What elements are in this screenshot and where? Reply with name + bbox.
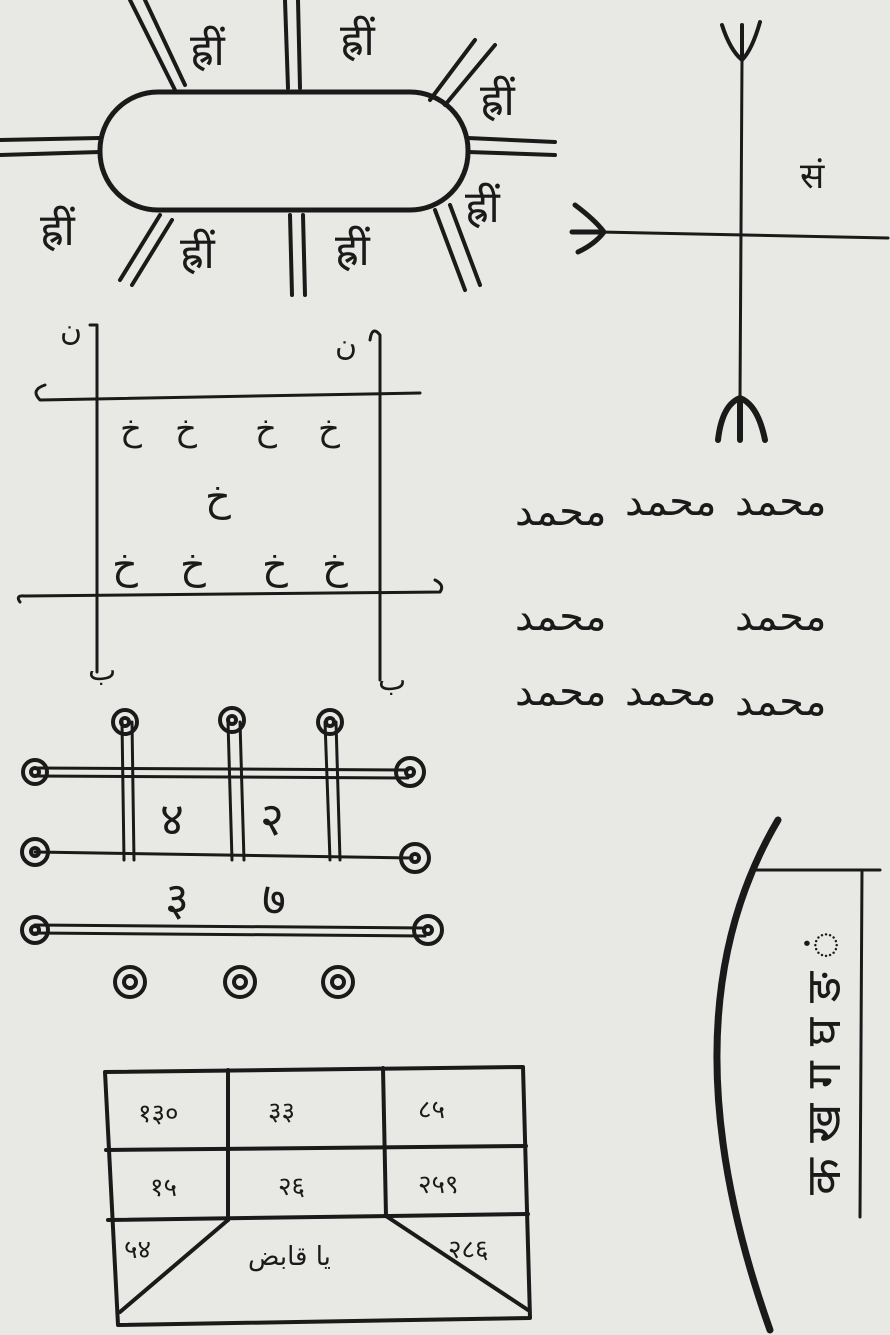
- table-r2c2: २६: [278, 1172, 305, 1202]
- khe-r1-1: خ: [120, 409, 142, 449]
- arc-text-figure: क ख ग घ ङ ं: [717, 820, 880, 1330]
- grid-cell-2: २: [260, 792, 284, 846]
- hrim-4: ह्रीं: [465, 182, 501, 233]
- khe-r2-2: خ: [180, 542, 206, 588]
- khe-r2-1: خ: [112, 542, 138, 588]
- hrim-2: ह्रीं: [340, 15, 376, 66]
- hrim-6: ह्रीं: [180, 228, 216, 279]
- table-r1c3: ८५: [418, 1095, 445, 1125]
- muhammad-7: محمد: [625, 669, 716, 715]
- hrim-7: ह्रीं: [335, 225, 371, 276]
- khe-center: خ: [205, 474, 231, 520]
- muhammad-3: محمد: [735, 479, 826, 525]
- table-bottom-left: ५४: [124, 1235, 151, 1265]
- corner-label-2: ن: [335, 328, 357, 363]
- table-bottom-right: २८६: [448, 1235, 489, 1265]
- table-r1c2: ३३: [268, 1097, 295, 1127]
- khe-yantra: خ خ خ خ خ خ خ خ خ ن ن ب ب: [18, 313, 441, 698]
- muhammad-2: محمد: [625, 479, 716, 525]
- arc-curve: [717, 820, 778, 1330]
- khe-r2-4: خ: [322, 542, 348, 588]
- khe-r1-3: خ: [255, 409, 277, 449]
- grid-cell-3: ३: [165, 872, 189, 926]
- table-r1c1: १३०: [138, 1099, 179, 1129]
- corner-label-3: ب: [88, 653, 116, 688]
- hrim-3: ह्रीं: [480, 75, 516, 126]
- muhammad-4: محمد: [515, 594, 606, 640]
- trishul-label: सं: [800, 156, 825, 197]
- hrim-capsule-yantra: ह्रीं ह्रीं ह्रीं ह्रीं ह्रीं ह्रीं ह्री…: [0, 0, 555, 295]
- capsule-shape: [100, 92, 468, 210]
- table-bottom-center: یا قابض: [248, 1242, 331, 1272]
- khe-r2-3: خ: [262, 542, 288, 588]
- radiating-lines: [0, 0, 555, 295]
- trident-bottom-icon: [718, 398, 765, 440]
- trident-left-icon: [572, 205, 604, 252]
- corner-label-4: ب: [378, 663, 406, 698]
- muhammad-grid: محمد محمد محمد محمد محمد محمد محمد محمد: [515, 479, 826, 725]
- table-r2c3: २५९: [418, 1170, 459, 1200]
- grid-cell-4: ७: [262, 872, 286, 926]
- hrim-1: ह्रीं: [190, 25, 226, 76]
- muhammad-5: محمد: [735, 594, 826, 640]
- trident-top-icon: [722, 22, 760, 60]
- corner-label-1: ن: [60, 313, 82, 348]
- khe-r1-2: خ: [175, 409, 197, 449]
- number-table: १३० ३३ ८५ १५ २६ २५९ ५४ یا قابض २८६: [105, 1067, 530, 1325]
- grid-cell-1: ४: [160, 792, 184, 846]
- arc-text-line: क ख ग घ ङ ं: [796, 931, 852, 1195]
- muhammad-8: محمد: [735, 679, 826, 725]
- table-r2c1: १५: [150, 1173, 177, 1203]
- muhammad-1: محمد: [515, 489, 606, 535]
- muhammad-6: محمد: [515, 669, 606, 715]
- hrim-5: ह्रीं: [40, 205, 76, 256]
- khe-r1-4: خ: [318, 409, 340, 449]
- trishul-cross: सं: [572, 22, 888, 440]
- circle-node-grid: ४ २ ३ ७: [22, 708, 442, 997]
